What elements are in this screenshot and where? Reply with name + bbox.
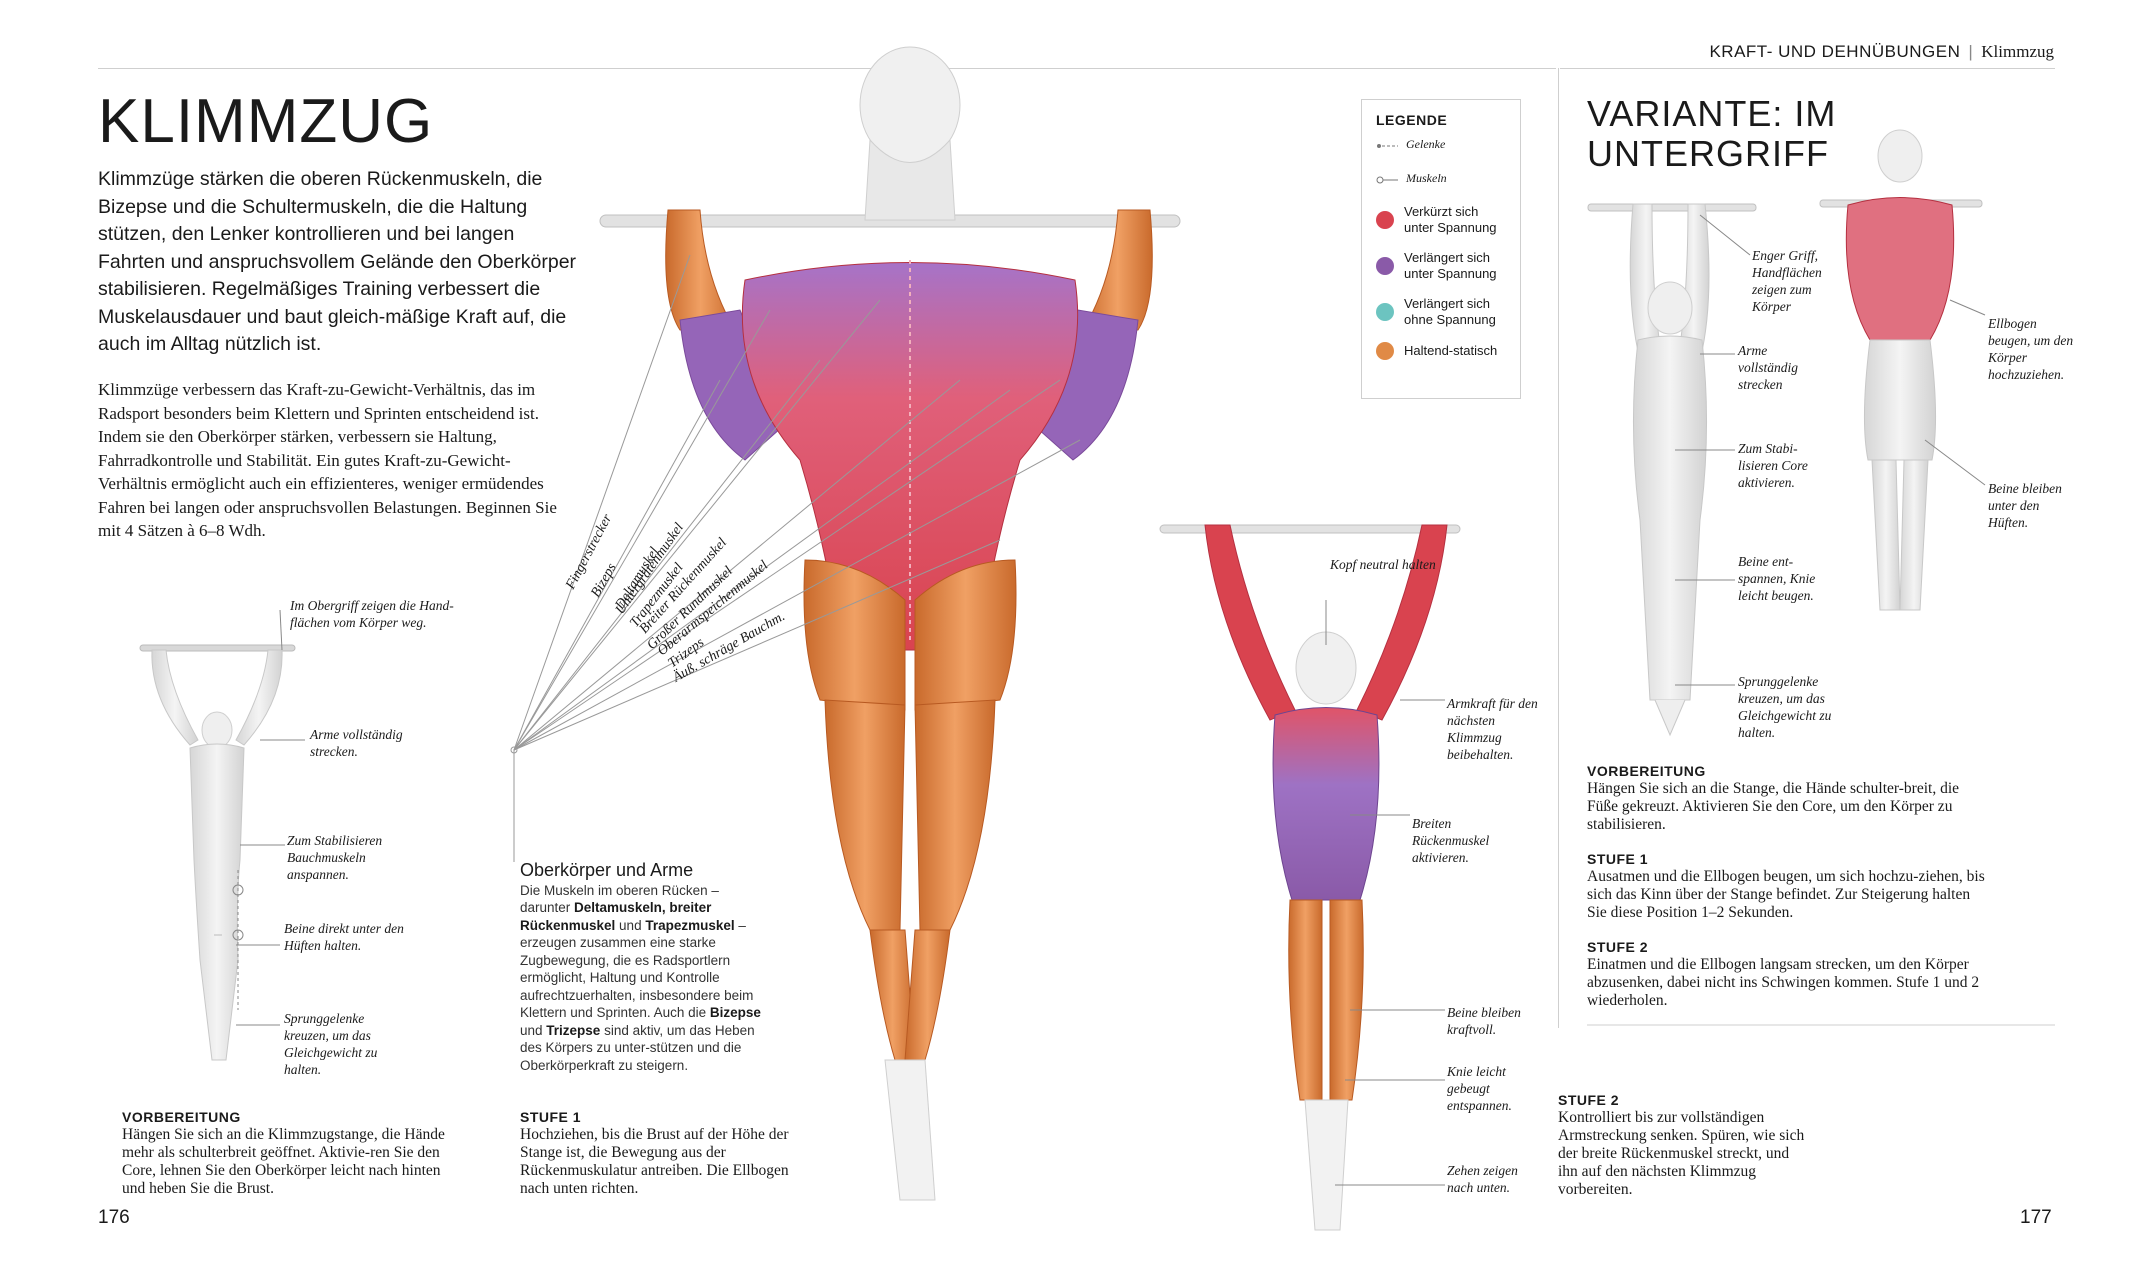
- stufe2-mid-text: Kontrolliert bis zur vollständigen Armst…: [1558, 1109, 1805, 1198]
- legend-gelenke-label: Gelenke: [1406, 137, 1446, 151]
- variant-stufe2: STUFE 2 Einatmen und die Ellbogen langsa…: [1587, 938, 1987, 1010]
- small-ann-2: Zum Stabilisieren Bauchmuskeln anspannen…: [287, 833, 383, 882]
- header-section: KRAFT- UND DEHNÜBUNGEN: [1709, 42, 1961, 61]
- muskeln-marker-icon: [1376, 173, 1398, 184]
- stufe2-mid: STUFE 2 Kontrolliert bis zur vollständig…: [1558, 1091, 1808, 1199]
- small-figure-pointers: [232, 609, 305, 1026]
- small-ann-1: Arme vollständig strecken.: [310, 727, 403, 759]
- legend-item-0: Verkürzt sich unter Spannung: [1376, 204, 1506, 236]
- legend-gelenke: Gelenke: [1376, 136, 1506, 152]
- variant-ann-right-1: Beine bleiben unter den Hüften.: [1988, 481, 2062, 530]
- variant-ann-left-0: Enger Griff, Handflächen zeigen zum Körp…: [1752, 248, 1822, 314]
- page-title: KLIMMZUG: [98, 87, 434, 156]
- oberkoerper-b1: Deltamuskeln, breiter Rückenmuskel: [520, 900, 712, 933]
- oberkoerper-t2: und: [615, 917, 646, 933]
- legend-item-3-label: Haltend-statisch: [1404, 343, 1498, 358]
- mid-ann-3: Beine bleiben kraftvoll.: [1447, 1005, 1521, 1037]
- variant-stufe1-heading: STUFE 1: [1587, 851, 1649, 867]
- legend-item-2-label: Verlängert sich ohne Spannung: [1404, 296, 1496, 327]
- header-rule-left: [98, 68, 1556, 69]
- muscle-pointer-lines: [510, 254, 1081, 862]
- running-header: KRAFT- UND DEHNÜBUNGEN|Klimmzug: [1709, 42, 2054, 61]
- oberkoerper-box: Oberkörper und Arme Die Muskeln im obere…: [520, 860, 765, 1074]
- mid-ann-5: Zehen zeigen nach unten.: [1447, 1163, 1518, 1195]
- variant-stufe2-heading: STUFE 2: [1587, 939, 1649, 955]
- header-subsection: Klimmzug: [1981, 42, 2054, 61]
- small-ann-0: Im Obergriff zeigen die Hand-flächen vom…: [290, 598, 454, 630]
- variant-pointers: [1675, 214, 1986, 686]
- purple-swatch-icon: [1376, 257, 1394, 275]
- legend-item-0-label: Verkürzt sich unter Spannung: [1404, 204, 1497, 235]
- mid-ann-4: Knie leicht gebeugt entspannen.: [1447, 1064, 1512, 1113]
- variant-ann-left-2: Zum Stabi-lisieren Core aktivieren.: [1738, 441, 1808, 490]
- orange-swatch-icon: [1376, 342, 1394, 360]
- variant-ann-left-4: Sprunggelenke kreuzen, um das Gleichgewi…: [1738, 674, 1832, 740]
- page-number-left: 176: [98, 1207, 130, 1228]
- header-rule-right: [1560, 68, 2055, 69]
- vorbereitung-left-heading: VORBEREITUNG: [122, 1109, 241, 1125]
- variant-stufe2-text: Einatmen und die Ellbogen langsam streck…: [1587, 956, 1980, 1009]
- legend-muskeln: Muskeln: [1376, 170, 1506, 186]
- muscle-labels: Fingerstrecker Bizeps Deltamuskel Unterg…: [563, 511, 788, 686]
- oberkoerper-t5: sind aktiv, um das Heben des Körpers zu …: [520, 1022, 755, 1073]
- teal-swatch-icon: [1376, 303, 1394, 321]
- oberkoerper-t3: – erzeugen zusammen eine starke Zugbeweg…: [520, 917, 754, 1021]
- variant-ann-left-3: Beine ent-spannen, Knie leicht beugen.: [1738, 554, 1816, 603]
- variant-figure-front: [1587, 203, 1757, 737]
- variant-figure-back: [1819, 129, 1983, 611]
- red-swatch-icon: [1376, 211, 1394, 229]
- variant-vorbereitung: VORBEREITUNG Hängen Sie sich an die Stan…: [1587, 762, 1987, 834]
- column-divider: [1558, 68, 1559, 1028]
- variant-ann-right-0: Ellbogen beugen, um den Körper hochzuzie…: [1988, 316, 2074, 382]
- variant-ann-left-1: Arme vollständig strecken: [1738, 343, 1798, 392]
- mid-ann-0: Kopf neutral halten: [1330, 557, 1436, 572]
- legend-title: LEGENDE: [1376, 112, 1448, 128]
- legend-item-2: Verlängert sich ohne Spannung: [1376, 296, 1506, 328]
- legend-muskeln-label: Muskeln: [1406, 171, 1447, 185]
- main-figure-pullup: [599, 46, 1181, 1201]
- oberkoerper-b3: Bizepse: [709, 1005, 761, 1020]
- legend-item-3: Haltend-statisch: [1376, 342, 1506, 360]
- stufe1-left-heading: STUFE 1: [520, 1109, 582, 1125]
- stufe1-left-text: Hochziehen, bis die Brust auf der Höhe d…: [520, 1126, 789, 1197]
- legend-item-1-label: Verlängert sich unter Spannung: [1404, 250, 1497, 281]
- small-ann-4: Sprunggelenke kreuzen, um das Gleichgewi…: [284, 1011, 378, 1077]
- variant-vorbereitung-heading: VORBEREITUNG: [1587, 763, 1706, 779]
- stufe2-mid-heading: STUFE 2: [1558, 1092, 1620, 1108]
- oberkoerper-t4: und: [520, 1022, 547, 1038]
- intro-paragraph: Klimmzüge stärken die oberen Rückenmuske…: [98, 168, 577, 355]
- small-ann-3: Beine direkt unter den Hüften halten.: [284, 921, 404, 953]
- stufe1-left: STUFE 1 Hochziehen, bis die Brust auf de…: [520, 1108, 790, 1198]
- small-figure-overhand: [139, 644, 296, 1061]
- body-paragraph: Klimmzüge verbessern das Kraft-zu-Gewich…: [98, 380, 557, 540]
- vorbereitung-left-text: Hängen Sie sich an die Klimmzugstange, d…: [122, 1126, 445, 1197]
- oberkoerper-b4: Trizepse: [546, 1022, 601, 1038]
- mid-ann-1: Armkraft für den nächsten Klimmzug beibe…: [1447, 696, 1538, 762]
- muscle-label-1: Bizeps: [588, 560, 620, 600]
- mid-figure-pointers: [1325, 600, 1445, 1186]
- variant-vorbereitung-text: Hängen Sie sich an die Stange, die Hände…: [1587, 780, 1959, 833]
- legend-box: LEGENDE Gelenke Muskeln Verkürzt sich un…: [1361, 99, 1521, 399]
- variant-stufe1-text: Ausatmen und die Ellbogen beugen, um sic…: [1587, 868, 1985, 921]
- mid-figure-lowering: [1159, 524, 1461, 1231]
- page-number-right: 177: [2020, 1207, 2052, 1228]
- mid-ann-2: Breiten Rückenmuskel aktivieren.: [1412, 816, 1490, 865]
- gelenke-marker-icon: [1376, 139, 1398, 149]
- oberkoerper-t1: Die Muskeln im oberen Rücken – darunter: [520, 882, 719, 916]
- variant-title: VARIANTE: IM UNTERGRIFF: [1587, 93, 1837, 174]
- oberkoerper-heading: Oberkörper und Arme: [520, 860, 694, 880]
- oberkoerper-b2: Trapezmuskel: [645, 917, 735, 933]
- vorbereitung-left: VORBEREITUNG Hängen Sie sich an die Klim…: [122, 1108, 462, 1198]
- variant-stufe1: STUFE 1 Ausatmen und die Ellbogen beugen…: [1587, 850, 1987, 922]
- legend-item-1: Verlängert sich unter Spannung: [1376, 250, 1506, 282]
